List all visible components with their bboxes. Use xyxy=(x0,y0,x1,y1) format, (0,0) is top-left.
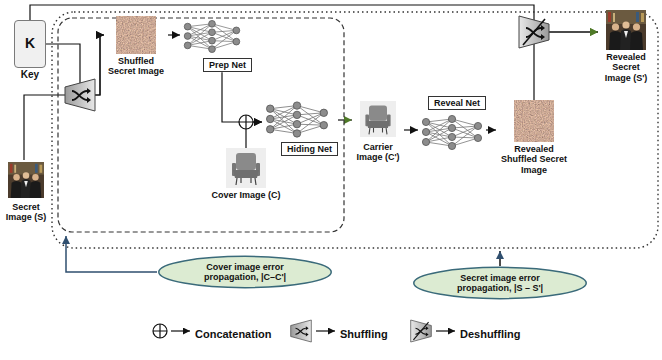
loss-text: Secret image error propagation, |S – S'| xyxy=(441,273,559,294)
image-caption: Revealed Secret Image (S') xyxy=(598,52,654,83)
revealed-photo xyxy=(606,10,646,50)
network-node: Reveal Net xyxy=(418,96,486,148)
connector-arrow xyxy=(486,129,496,130)
connector-arrow xyxy=(534,32,598,100)
network-label: Hiding Net xyxy=(281,142,338,156)
legend-item: Concatenation xyxy=(195,324,271,342)
key-box: KKey xyxy=(14,20,46,68)
ellipse-shape xyxy=(414,267,586,298)
image-node: Carrier Image (C') xyxy=(352,98,404,163)
image-caption: Secret Image (S) xyxy=(2,202,50,223)
network-node: Hiding Net xyxy=(262,98,338,156)
connector-arrow xyxy=(222,72,262,122)
legend-item: Deshuffling xyxy=(460,324,521,342)
noise-image xyxy=(116,16,156,54)
carrier-photo xyxy=(360,101,396,137)
legend-item: Shuffling xyxy=(340,324,388,342)
image-node: Shuffled Secret Image xyxy=(104,16,168,77)
loss-text: Cover image error propagation, |C–C'| xyxy=(186,262,304,283)
outer-dotted-region xyxy=(52,12,658,248)
connector-arrow xyxy=(404,129,418,130)
legend-text: Concatenation xyxy=(195,328,271,340)
cover-photo xyxy=(226,148,266,188)
network-label: Prep Net xyxy=(203,58,252,72)
deshuffling-symbol xyxy=(519,16,549,48)
neural-net-icon xyxy=(422,115,481,149)
secret-photo xyxy=(8,162,44,198)
loss-ellipse: Cover image error propagation, |C–C'| xyxy=(157,255,333,289)
connector-arrow xyxy=(168,34,180,35)
network-node: Prep Net xyxy=(180,18,252,72)
legend-text: Deshuffling xyxy=(460,328,521,340)
ellipse-shape xyxy=(159,256,331,287)
key-letter: K xyxy=(15,21,45,66)
neural-net-icon xyxy=(184,20,240,52)
legend-text: Shuffling xyxy=(340,328,388,340)
shuffling-symbol xyxy=(65,79,95,111)
neural-net-icon xyxy=(266,102,327,137)
connector-arrow xyxy=(338,119,352,120)
image-caption: Shuffled Secret Image xyxy=(104,56,168,77)
loss-ellipse: Secret image error propagation, |S – S'| xyxy=(412,266,588,300)
image-caption: Cover Image (C) xyxy=(206,190,286,200)
image-node: Revealed Shuffled Secret Image xyxy=(496,100,572,175)
image-caption: Revealed Shuffled Secret Image xyxy=(496,144,572,175)
concatenation-symbol xyxy=(239,115,253,129)
noise-image xyxy=(514,100,554,142)
feedback-arrow xyxy=(66,236,157,272)
image-node: Cover Image (C) xyxy=(206,148,286,200)
feedback-arrow xyxy=(499,251,501,266)
image-caption: Carrier Image (C') xyxy=(352,142,404,163)
image-node: Secret Image (S) xyxy=(2,160,50,223)
legend-symbols xyxy=(153,320,455,342)
key-label: Key xyxy=(15,69,45,81)
inner-dashed-region xyxy=(58,18,344,232)
image-node: Revealed Secret Image (S') xyxy=(598,10,654,83)
network-label: Reveal Net xyxy=(428,96,486,110)
